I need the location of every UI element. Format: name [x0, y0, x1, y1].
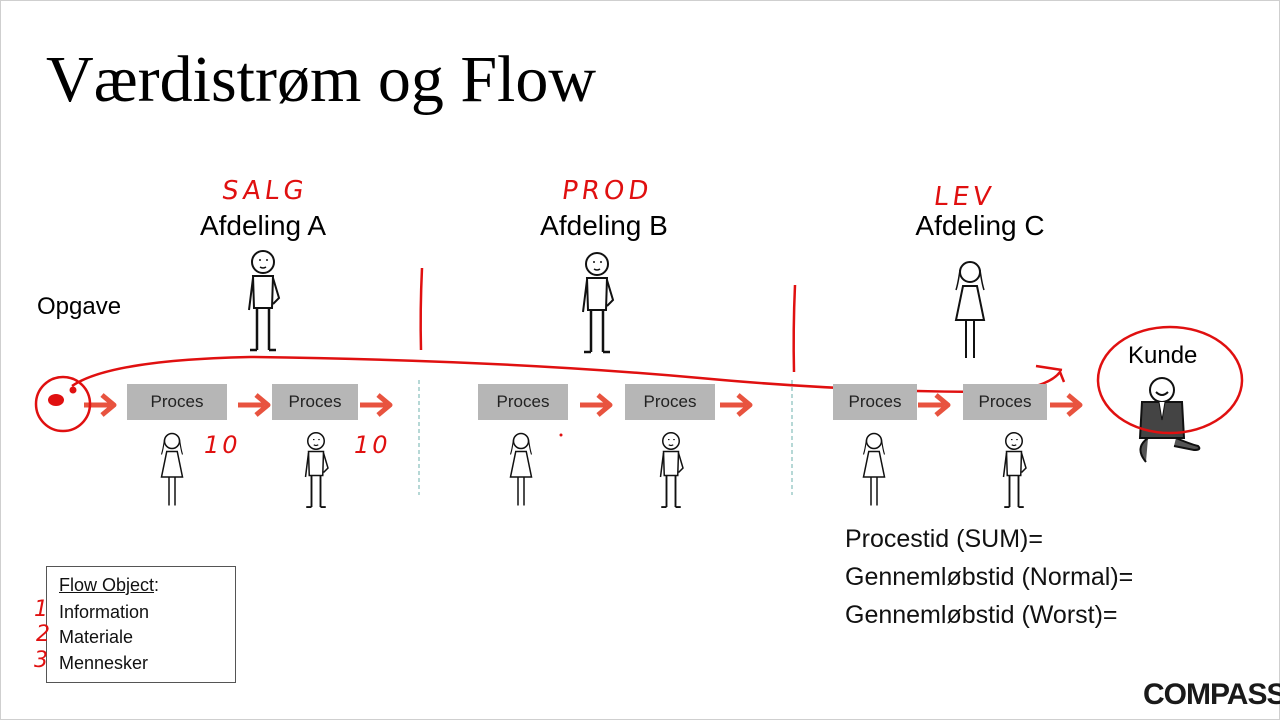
legend-item-information: Information: [59, 602, 150, 622]
department-c-person: [955, 261, 985, 359]
legend-heading: Flow Object:: [59, 575, 159, 596]
customer-figure: [1138, 377, 1201, 463]
customer-circle: [1096, 325, 1244, 435]
department-a-person: [247, 249, 281, 352]
handwritten-arrowhead: [1035, 364, 1063, 372]
process-box-3: Proces: [478, 384, 568, 420]
process-box-4: Proces: [625, 384, 715, 420]
legend-box: Flow Object: Information Materiale Menne…: [46, 566, 236, 683]
flow-arrow: [238, 395, 268, 415]
flow-object-dot: [48, 394, 64, 406]
task-label: Opgave: [37, 293, 122, 320]
legend-number-2: 2: [36, 622, 53, 647]
worker-figure: [659, 431, 684, 508]
flow-arrow: [360, 395, 390, 415]
worker-figure: [862, 432, 886, 507]
process-box-6: Proces: [963, 384, 1047, 420]
formula-procestid: Procestid (SUM)=: [845, 525, 1043, 553]
legend-number-1: 1: [34, 597, 51, 622]
annotation-dot: [559, 433, 563, 437]
handwritten-divider-bc: [792, 284, 797, 373]
worker-figure: [509, 432, 533, 507]
legend-item-mennesker: Mennesker: [59, 653, 149, 673]
legend-item-materiale: Materiale: [59, 627, 134, 647]
legend-heading-colon: :: [154, 575, 160, 595]
process-box-5: Proces: [833, 384, 917, 420]
department-a-label: Afdeling A: [199, 210, 327, 241]
handwritten-number-2: 10: [354, 431, 391, 459]
compass-logo: COMPASS: [1143, 678, 1280, 711]
process-box-1: Proces: [127, 384, 227, 420]
legend-number-3: 3: [34, 648, 51, 673]
department-c-label: Afdeling C: [915, 210, 1045, 241]
flow-arrow: [720, 395, 750, 415]
department-b-label: Afdeling B: [540, 210, 668, 241]
flow-arrow: [1050, 395, 1080, 415]
flow-arrow: [580, 395, 610, 415]
department-b-person: [581, 251, 615, 354]
handwritten-divider-ab: [419, 267, 424, 351]
handwritten-number-1: 10: [204, 431, 241, 459]
worker-figure: [1002, 431, 1027, 508]
worker-figure: [160, 432, 184, 507]
customer-label: Kunde: [1128, 342, 1198, 369]
formula-gennemlobstid-worst: Gennemløbstid (Worst)=: [845, 601, 1118, 629]
legend-heading-text: Flow Object: [59, 575, 155, 595]
formula-gennemlobstid-normal: Gennemløbstid (Normal)=: [845, 563, 1134, 591]
flow-object-dot-small: [69, 386, 77, 394]
flow-arrow: [918, 395, 948, 415]
slide-title: Værdistrøm og Flow: [46, 43, 597, 116]
process-box-2: Proces: [272, 384, 358, 420]
worker-figure: [304, 431, 329, 508]
start-circle: [34, 375, 92, 433]
